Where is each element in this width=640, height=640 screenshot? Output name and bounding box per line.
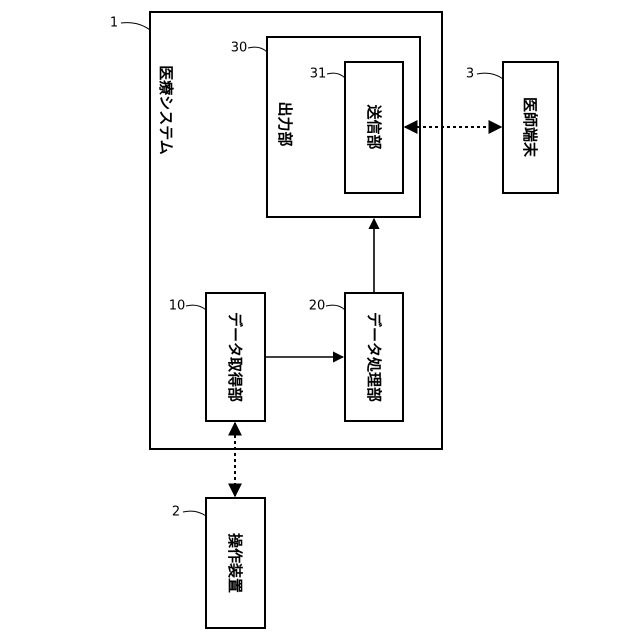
medical-system-leader [121, 23, 150, 30]
operation-device-label: 操作装置 [226, 533, 244, 593]
transmission-unit-label: 送信部 [365, 103, 383, 149]
doctor-terminal-ref: 3 [466, 67, 474, 82]
transmission-unit-ref: 31 [310, 67, 327, 82]
data-processing-unit-label: データ処理部 [365, 312, 383, 402]
doctor-terminal-label: 医師端末 [521, 97, 539, 158]
operation-device-leader [183, 511, 206, 516]
data-acquisition-unit-ref: 10 [169, 299, 186, 314]
medical-system-label: 医療システム [157, 65, 175, 155]
output-unit-label: 出力部 [276, 101, 294, 146]
output-unit-ref: 30 [231, 41, 248, 56]
data-processing-unit-ref: 20 [309, 299, 326, 314]
doctor-terminal-leader [477, 73, 503, 79]
data-acquisition-unit-label: データ取得部 [226, 312, 244, 402]
operation-device-ref: 2 [172, 505, 180, 520]
operation-device-block: 操作装置 2 [172, 498, 265, 628]
medical-system-ref: 1 [110, 16, 118, 31]
